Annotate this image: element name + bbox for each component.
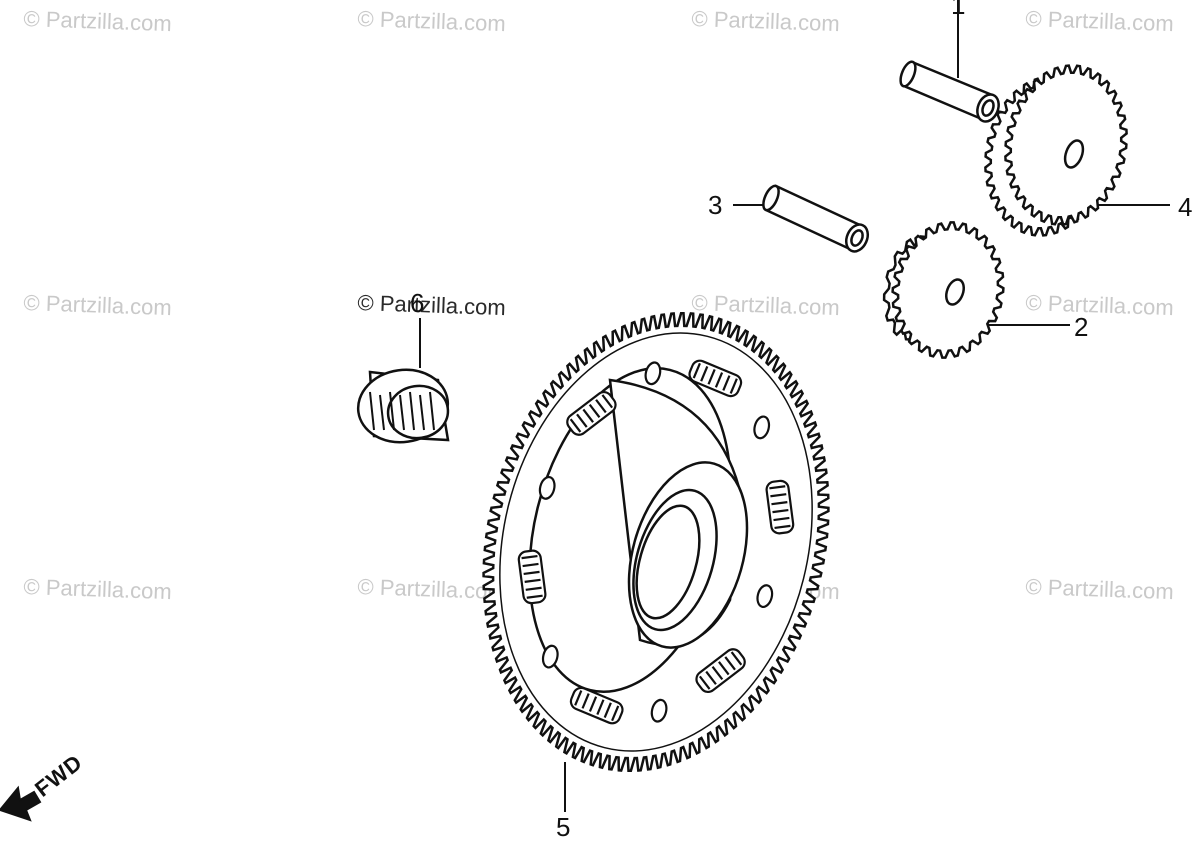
pin-part-1 — [899, 60, 1000, 123]
gear-2-bore — [945, 278, 965, 306]
roller-pocket-line — [611, 705, 620, 722]
bearing-roller — [409, 391, 415, 431]
roller-pocket-outline — [688, 359, 743, 398]
roller-pocket-line — [524, 578, 541, 583]
gear-5-roller-pocket — [566, 390, 617, 436]
roller-pocket-outline — [517, 549, 547, 605]
roller-pocket-line — [772, 508, 789, 514]
roller-pocket-line — [603, 702, 612, 719]
roller-pocket-line — [722, 375, 731, 391]
roller-pocket-outline — [765, 479, 795, 535]
callout-1: 1 — [951, 0, 966, 20]
gear-5-roller-pocket — [695, 648, 746, 694]
bearing-roller — [369, 391, 375, 431]
gear-5-hole — [753, 415, 771, 440]
roller-pocket-line — [582, 408, 594, 423]
callout-3: 3 — [708, 190, 723, 220]
gear-4-teeth — [1004, 64, 1128, 226]
leader-lines — [419, 0, 1170, 812]
roller-pocket-line — [576, 413, 588, 428]
bearing-roller — [389, 391, 395, 431]
gear-5-hole — [538, 475, 556, 500]
roller-pocket-line — [569, 418, 582, 433]
bearing-roller — [399, 394, 405, 431]
roller-pocket-line — [724, 656, 736, 671]
callout-4: 4 — [1178, 192, 1193, 222]
roller-pocket-outline — [695, 648, 746, 694]
gear-part-2 — [882, 221, 1005, 359]
roller-pocket-outline — [566, 390, 617, 436]
roller-pocket-line — [521, 554, 538, 560]
roller-pocket-line — [698, 675, 711, 690]
roller-pocket-line — [601, 394, 614, 409]
roller-pocket-line — [770, 493, 787, 498]
roller-pocket-line — [595, 399, 607, 414]
roller-pocket-line — [718, 661, 730, 676]
gear-5-hole — [650, 698, 668, 723]
gear-4-bore — [1063, 139, 1085, 169]
roller-pocket-line — [774, 524, 791, 530]
roller-pocket-outline — [569, 686, 624, 725]
roller-pocket-line — [596, 699, 605, 715]
gear-5-hole — [644, 361, 662, 386]
callout-6: 6 — [410, 288, 425, 318]
roller-pocket-line — [769, 485, 786, 490]
pin-part-3 — [762, 184, 870, 253]
roller-pocket-line — [525, 586, 542, 591]
gear-5-hole — [541, 644, 559, 669]
roller-pocket-line — [581, 693, 590, 709]
roller-pocket-line — [523, 570, 540, 576]
needle-bearing-part-6 — [356, 368, 450, 444]
roller-pocket-line — [700, 365, 709, 382]
gear-5-roller-pocket — [569, 686, 624, 725]
roller-pocket-line — [714, 372, 724, 388]
roller-pocket-line — [522, 562, 539, 568]
gear-5-hole — [756, 584, 774, 609]
gear-5-roller-pocket — [517, 549, 547, 605]
roller-pocket-line — [588, 696, 598, 712]
roller-pocket-line — [526, 594, 543, 599]
gear-part-4 — [984, 64, 1128, 237]
roller-pocket-line — [588, 403, 601, 418]
bearing-roller — [379, 394, 385, 431]
roller-pocket-line — [773, 516, 790, 522]
bearing-roller — [429, 391, 435, 431]
gear-5-root-circle — [499, 332, 813, 752]
roller-pocket-line — [692, 362, 701, 379]
callout-5: 5 — [556, 812, 571, 842]
bearing-roller — [419, 394, 425, 431]
callout-2: 2 — [1074, 312, 1089, 342]
roller-pocket-line — [574, 690, 583, 706]
roller-pocket-line — [707, 369, 716, 385]
fwd-arrow-icon — [0, 785, 42, 822]
gear-5-roller-pocket — [765, 479, 795, 535]
roller-pocket-line — [729, 378, 738, 394]
roller-pocket-line — [730, 651, 743, 666]
roller-pocket-line — [771, 501, 788, 506]
roller-pocket-line — [705, 670, 717, 685]
gear-5-roller-pocket — [688, 359, 743, 398]
roller-pocket-line — [711, 666, 724, 681]
starter-gear-part-5 — [482, 312, 830, 772]
